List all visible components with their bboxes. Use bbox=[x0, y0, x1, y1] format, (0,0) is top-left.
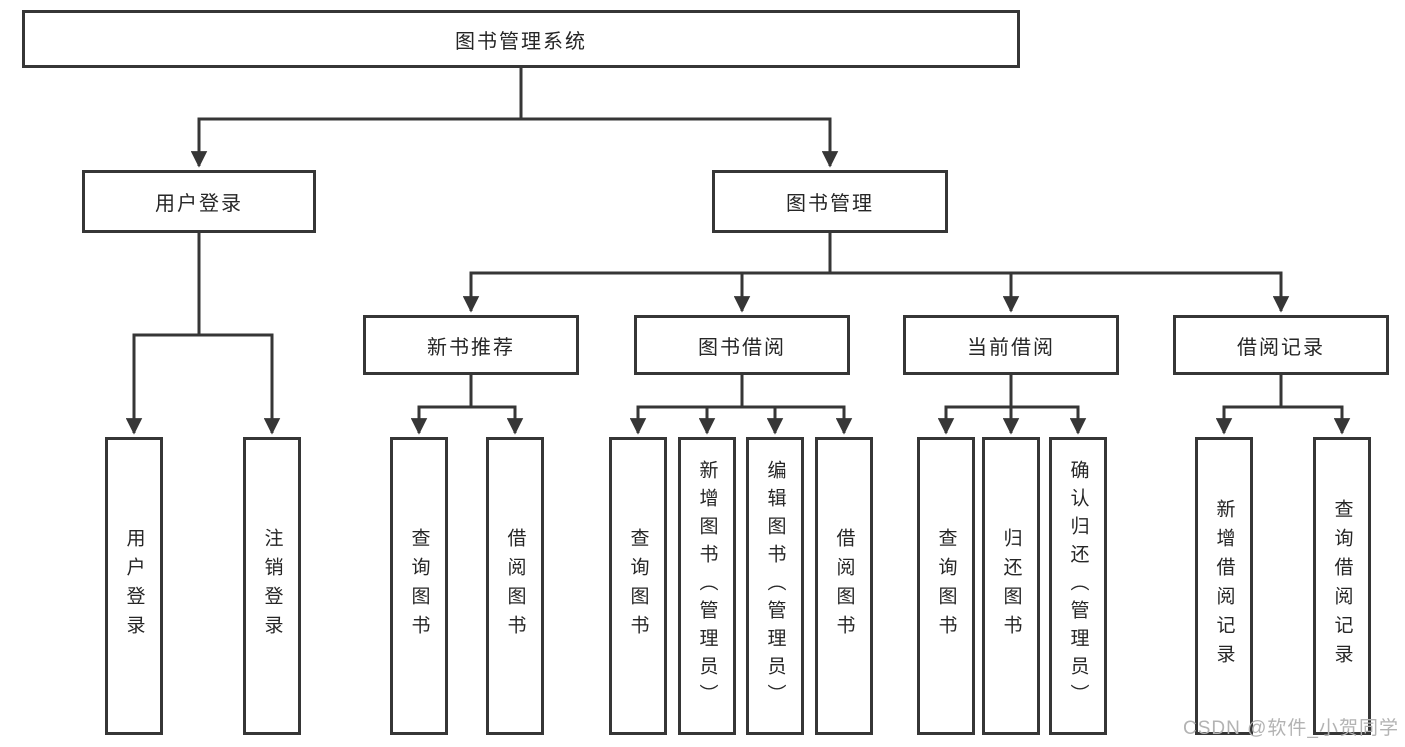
node-label: 当前借阅 bbox=[967, 336, 1055, 359]
node-label: 新书推荐 bbox=[427, 336, 515, 359]
leaf-borrow-edit-books-admin: 编辑图书（管理员） bbox=[746, 437, 804, 735]
node-current-borrowing: 当前借阅 bbox=[903, 315, 1119, 375]
leaf-borrow-borrow-books: 借阅图书 bbox=[815, 437, 873, 735]
node-label: 编辑图书（管理员） bbox=[764, 460, 786, 712]
node-label: 新增图书（管理员） bbox=[696, 460, 718, 712]
node-label: 归还图书 bbox=[1000, 528, 1022, 644]
connector-skeleton bbox=[132, 66, 1344, 409]
leaf-newbook-query-books: 查询图书 bbox=[390, 437, 448, 735]
leaf-records-add-borrow-record: 新增借阅记录 bbox=[1195, 437, 1253, 735]
leaf-records-query-borrow-record: 查询借阅记录 bbox=[1313, 437, 1371, 735]
leaf-current-confirm-return-admin: 确认归还（管理员） bbox=[1049, 437, 1107, 735]
leaf-borrow-add-books-admin: 新增图书（管理员） bbox=[678, 437, 736, 735]
node-borrowing-records: 借阅记录 bbox=[1173, 315, 1389, 375]
node-book-borrowing: 图书借阅 bbox=[634, 315, 850, 375]
node-label: 查询借阅记录 bbox=[1331, 499, 1353, 673]
node-label: 查询图书 bbox=[627, 528, 649, 644]
leaf-newbook-borrow-books: 借阅图书 bbox=[486, 437, 544, 735]
leaf-user-login: 用户登录 bbox=[105, 437, 163, 735]
node-label: 图书借阅 bbox=[698, 336, 786, 359]
node-label: 图书管理系统 bbox=[455, 30, 587, 53]
node-library-management-system: 图书管理系统 bbox=[22, 10, 1020, 68]
node-label: 注销登录 bbox=[261, 528, 283, 644]
node-user-login: 用户登录 bbox=[82, 170, 316, 233]
leaf-logout: 注销登录 bbox=[243, 437, 301, 735]
node-label: 用户登录 bbox=[123, 528, 145, 644]
node-book-management: 图书管理 bbox=[712, 170, 948, 233]
node-label: 查询图书 bbox=[408, 528, 430, 644]
leaf-borrow-query-books: 查询图书 bbox=[609, 437, 667, 735]
leaf-current-return-books: 归还图书 bbox=[982, 437, 1040, 735]
node-label: 图书管理 bbox=[786, 193, 874, 215]
node-label: 借阅图书 bbox=[833, 528, 855, 644]
node-label: 查询图书 bbox=[935, 528, 957, 644]
csdn-watermark: CSDN @软件_小贺同学 bbox=[1183, 718, 1399, 739]
node-label: 借阅记录 bbox=[1237, 336, 1325, 359]
node-label: 借阅图书 bbox=[504, 528, 526, 644]
leaf-current-query-books: 查询图书 bbox=[917, 437, 975, 735]
node-new-book-recommend: 新书推荐 bbox=[363, 315, 579, 375]
node-label: 用户登录 bbox=[155, 193, 243, 215]
node-label: 新增借阅记录 bbox=[1213, 499, 1235, 673]
node-label: 确认归还（管理员） bbox=[1067, 460, 1089, 712]
arrow-group bbox=[125, 119, 1351, 435]
